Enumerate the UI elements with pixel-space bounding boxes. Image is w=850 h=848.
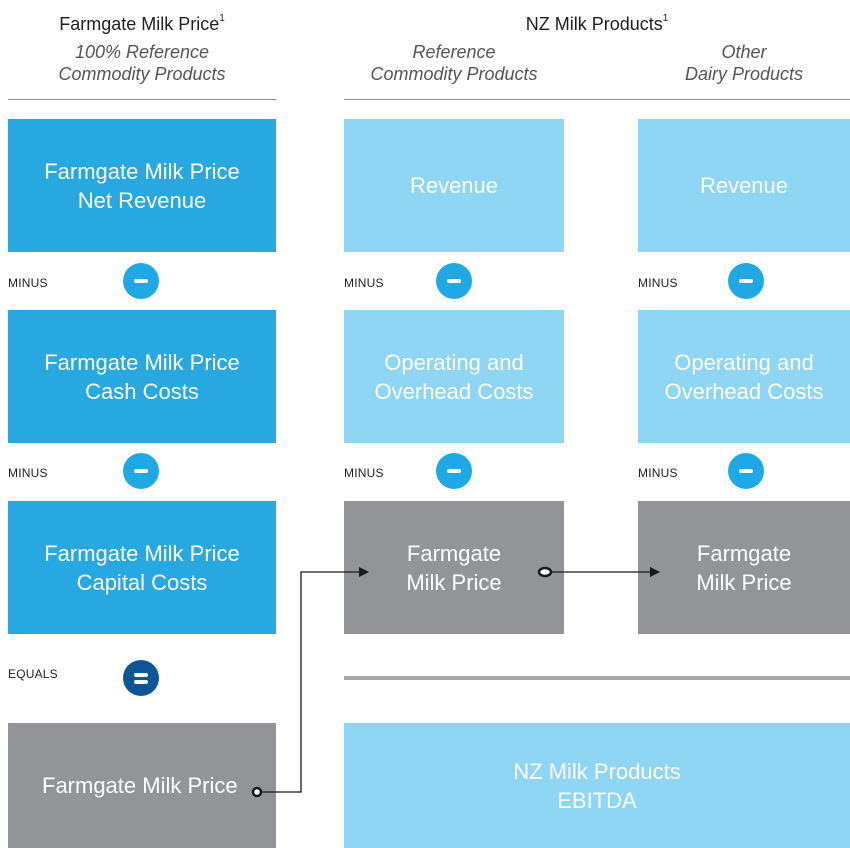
right-header-rule xyxy=(344,99,850,100)
right-header-title-text: NZ Milk Products xyxy=(525,14,663,34)
left-header-subtitle: 100% Reference Commodity Products xyxy=(58,42,226,84)
right-header-footnote: 1 xyxy=(662,13,669,24)
left-equals-label: EQUALS xyxy=(8,667,58,681)
left-header-footnote: 1 xyxy=(219,13,225,24)
left-header-title: Farmgate Milk Price1 xyxy=(8,13,276,35)
right-farmgate-milk-price-box: Farmgate Milk Price xyxy=(638,501,850,634)
left-cash-costs-box: Farmgate Milk Price Cash Costs xyxy=(8,310,276,443)
minus-icon xyxy=(436,263,472,299)
right-minus-label-1: MINUS xyxy=(638,276,678,290)
left-minus-label-2: MINUS xyxy=(8,466,48,480)
ebitda-result-box: NZ Milk Products EBITDA xyxy=(344,723,850,848)
right-minus-label-2: MINUS xyxy=(638,466,678,480)
minus-icon xyxy=(123,263,159,299)
minus-icon xyxy=(728,263,764,299)
ebitda-separator xyxy=(344,676,850,680)
left-farmgate-milk-price-box: Farmgate Milk Price xyxy=(8,723,276,848)
left-header-title-text: Farmgate Milk Price xyxy=(59,14,220,34)
mid-minus-label-1: MINUS xyxy=(344,276,384,290)
minus-icon xyxy=(123,453,159,489)
right-header-title: NZ Milk Products1 xyxy=(344,13,850,35)
left-header-rule xyxy=(8,99,276,100)
right-revenue-box: Revenue xyxy=(638,119,850,252)
mid-minus-label-2: MINUS xyxy=(344,466,384,480)
minus-icon xyxy=(436,453,472,489)
equals-icon xyxy=(123,660,159,696)
left-net-revenue-box: Farmgate Milk Price Net Revenue xyxy=(8,119,276,252)
left-capital-costs-box: Farmgate Milk Price Capital Costs xyxy=(8,501,276,634)
left-farmgate-milk-price-label: Farmgate Milk Price xyxy=(42,773,238,798)
left-minus-label-1: MINUS xyxy=(8,276,48,290)
mid-header-subtitle: Reference Commodity Products xyxy=(370,42,538,84)
right-header-subtitle: Other Dairy Products xyxy=(684,42,804,84)
mid-operating-costs-box: Operating and Overhead Costs xyxy=(344,310,564,443)
right-operating-costs-box: Operating and Overhead Costs xyxy=(638,310,850,443)
mid-farmgate-milk-price-box: Farmgate Milk Price xyxy=(344,501,564,634)
minus-icon xyxy=(728,453,764,489)
mid-revenue-box: Revenue xyxy=(344,119,564,252)
